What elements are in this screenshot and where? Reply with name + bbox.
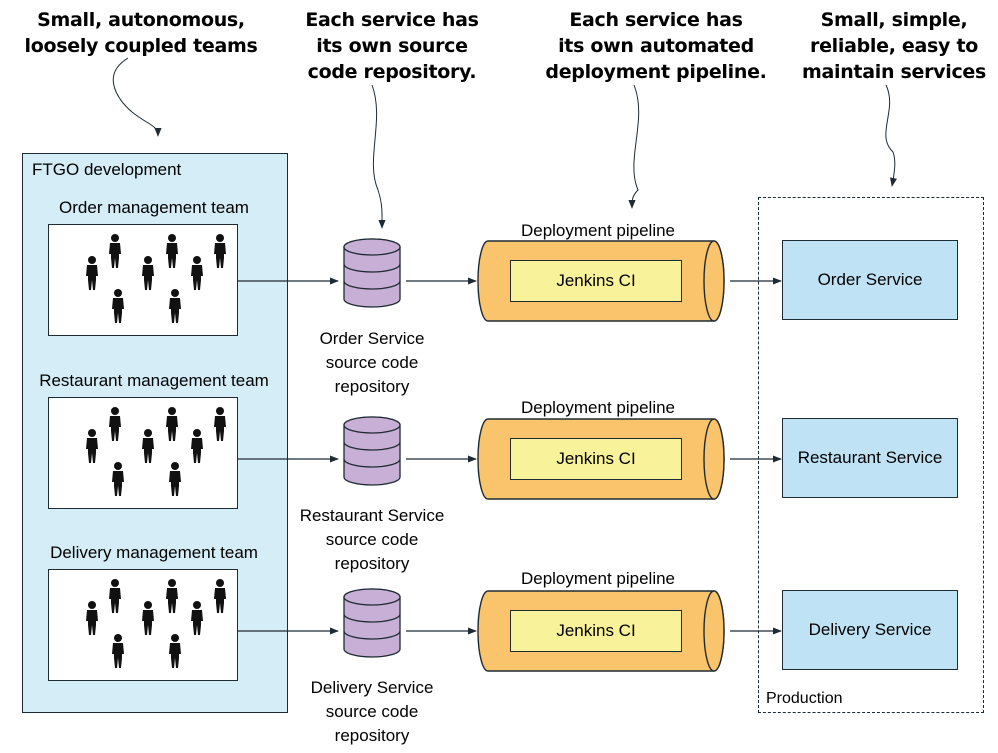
repo-label-order: Order Service source code repository [319,329,425,396]
team-label-delivery: Delivery management team [50,543,258,562]
person-icon [166,579,178,613]
production-area: Production [758,197,984,713]
service-restaurant: Restaurant Service [782,418,958,498]
people-delivery-team [86,579,226,668]
person-icon [112,462,124,496]
person-icon [191,601,203,635]
person-icon [214,407,226,441]
people-order-team [86,234,226,323]
jenkins-ci-order: Jenkins CI [510,260,682,302]
person-icon [112,289,124,323]
team-box-order [48,224,238,336]
person-icon [214,234,226,268]
team-box-restaurant [48,397,238,509]
person-icon [86,256,98,290]
person-icon [169,289,181,323]
person-icon [142,429,154,463]
person-icon [166,234,178,268]
jenkins-ci-restaurant: Jenkins CI [510,438,682,480]
repo-label-restaurant: Restaurant Service source code repositor… [299,506,445,573]
callout-services: Small, simple, reliable, easy to maintai… [801,9,987,83]
callout-arrow-teams [112,57,162,137]
person-icon [109,234,121,268]
person-icon [142,601,154,635]
person-icon [86,601,98,635]
pipeline-label-delivery: Deployment pipeline [520,569,676,588]
callout-arrow-services [885,84,898,187]
pipeline-label-restaurant: Deployment pipeline [520,398,676,417]
people-restaurant-team [86,407,226,496]
database-icon [343,588,401,658]
team-label-restaurant: Restaurant management team [39,371,269,390]
callout-teams: Small, autonomous, loosely coupled teams [24,9,258,57]
person-icon [169,462,181,496]
panel-title: FTGO development [32,160,182,179]
person-icon [142,256,154,290]
team-box-delivery [48,569,238,681]
production-label: Production [766,690,843,707]
person-icon [166,407,178,441]
person-icon [191,256,203,290]
repo-label-delivery: Delivery Service source code repository [310,678,434,745]
callout-pipeline: Each service has its own automated deplo… [545,9,767,83]
callout-arrow-repo [371,84,386,229]
team-label-order: Order management team [59,198,249,217]
person-icon [86,429,98,463]
service-delivery: Delivery Service [782,590,958,670]
service-order: Order Service [782,240,958,320]
pipeline-label-order: Deployment pipeline [520,221,676,240]
person-icon [169,634,181,668]
person-icon [214,579,226,613]
database-icon [343,238,401,308]
person-icon [109,407,121,441]
person-icon [109,579,121,613]
person-icon [191,429,203,463]
callout-arrow-pipeline [628,84,640,209]
database-icon [343,416,401,486]
jenkins-ci-delivery: Jenkins CI [510,610,682,652]
person-icon [112,634,124,668]
callout-repo: Each service has its own source code rep… [305,9,479,83]
